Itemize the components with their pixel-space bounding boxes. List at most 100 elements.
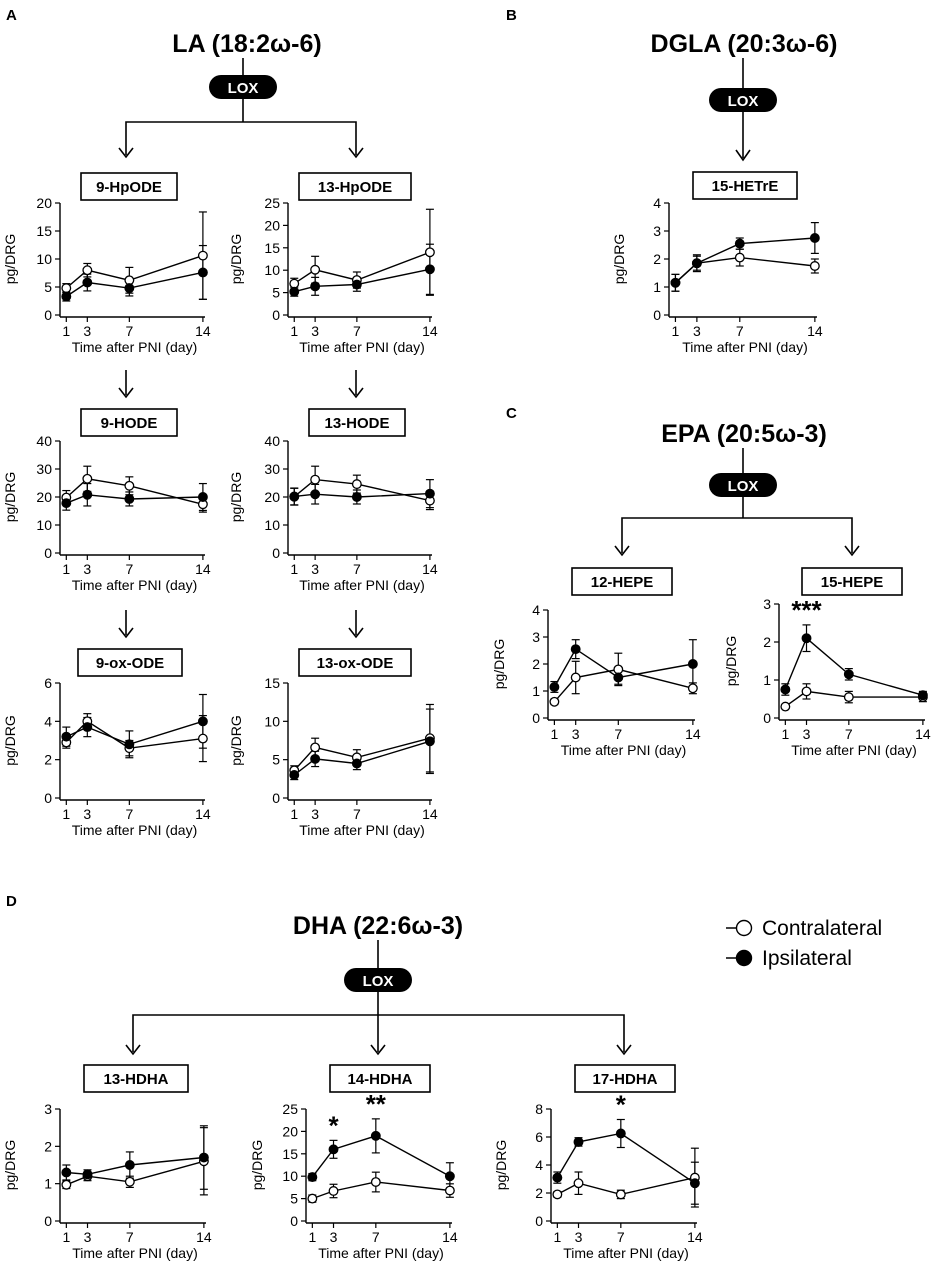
x-tick-label: 7 — [126, 1229, 134, 1245]
data-point-ipsilateral — [61, 1167, 72, 1178]
series-line-ipsilateral — [293, 740, 431, 776]
series-line-contralateral — [553, 668, 694, 703]
metabolite-box — [329, 1064, 431, 1093]
x-axis-label: Time after PNI (day) — [561, 742, 687, 758]
y-axis-label: pg/DRG — [2, 1140, 18, 1191]
y-tick-label: 10 — [264, 262, 280, 278]
y-tick-label: 30 — [264, 461, 280, 477]
x-tick-label: 1 — [672, 323, 680, 339]
data-point-contralateral — [444, 1185, 455, 1196]
series-line-contralateral — [293, 251, 431, 285]
panel-letter-c: C — [506, 405, 517, 422]
y-tick-label: 0 — [653, 307, 661, 323]
y-axis-label: pg/DRG — [2, 715, 18, 766]
series-line-contralateral — [784, 690, 923, 708]
metabolite-box — [801, 567, 903, 596]
data-point-contralateral — [549, 696, 560, 707]
data-point-contralateral — [570, 672, 581, 683]
y-tick-label: 3 — [653, 223, 661, 239]
data-point-contralateral — [310, 474, 321, 485]
data-point-ipsilateral — [82, 722, 93, 733]
data-point-contralateral — [61, 283, 72, 294]
y-tick-label: 5 — [44, 279, 52, 295]
y-axis-label: pg/DRG — [228, 234, 244, 285]
metabolite-title: 12-HEPE — [591, 574, 654, 591]
x-axis-label: Time after PNI (day) — [563, 1245, 689, 1261]
significance-marker: * — [328, 1110, 339, 1140]
x-tick-label: 1 — [62, 561, 70, 577]
precursor-title-a: LA (18:2ω-6) — [172, 30, 321, 58]
y-tick-label: 20 — [36, 195, 52, 211]
x-tick-label: 3 — [83, 323, 91, 339]
y-tick-label: 5 — [290, 1191, 298, 1207]
y-tick-label: 8 — [535, 1101, 543, 1117]
y-tick-label: 0 — [272, 545, 280, 561]
metabolite-title: 9-HODE — [101, 415, 158, 432]
data-point-ipsilateral — [917, 690, 928, 701]
panel-letter-a: A — [6, 7, 17, 24]
y-tick-label: 15 — [264, 675, 280, 691]
data-point-ipsilateral — [570, 644, 581, 655]
data-point-ipsilateral — [82, 1169, 93, 1180]
y-tick-label: 10 — [36, 251, 52, 267]
series-line-ipsilateral — [294, 268, 431, 293]
x-tick-label: 3 — [330, 1229, 338, 1245]
y-tick-label: 2 — [44, 752, 52, 768]
lox-badge-c: LOX — [709, 473, 777, 497]
x-axis-label: Time after PNI (day) — [72, 339, 198, 355]
y-tick-label: 6 — [44, 675, 52, 691]
data-point-contralateral — [370, 1177, 381, 1187]
data-point-contralateral — [307, 1193, 318, 1204]
x-tick-label: 1 — [308, 1229, 316, 1245]
x-tick-label: 14 — [195, 561, 211, 577]
y-tick-label: 20 — [282, 1123, 298, 1139]
y-axis-label: pg/DRG — [723, 636, 739, 687]
data-point-ipsilateral — [124, 494, 135, 504]
x-tick-label: 3 — [83, 806, 91, 822]
x-axis-label: Time after PNI (day) — [72, 822, 198, 838]
data-point-ipsilateral — [351, 758, 362, 769]
precursor-title-c: EPA (20:5ω-3) — [661, 420, 827, 448]
series-line-contralateral — [556, 1176, 696, 1196]
data-point-ipsilateral — [843, 669, 854, 680]
data-point-ipsilateral — [689, 1178, 700, 1189]
x-tick-label: 7 — [125, 561, 133, 577]
data-point-contralateral — [197, 733, 208, 744]
data-point-ipsilateral — [424, 264, 435, 275]
x-axis-label: Time after PNI (day) — [72, 577, 198, 593]
data-point-ipsilateral — [734, 238, 745, 249]
y-axis-label: pg/DRG — [493, 1140, 509, 1191]
data-point-contralateral — [615, 1189, 626, 1200]
metabolite-title: 15-HEPE — [821, 574, 884, 591]
data-point-ipsilateral — [124, 739, 135, 750]
data-point-ipsilateral — [424, 488, 435, 499]
series-line-contralateral — [65, 254, 204, 289]
data-point-contralateral — [124, 480, 135, 491]
x-tick-label: 14 — [687, 1229, 703, 1245]
series-line-ipsilateral — [65, 271, 204, 298]
data-point-contralateral — [734, 252, 745, 263]
series-line-contralateral — [312, 1181, 450, 1200]
y-tick-label: 15 — [264, 240, 280, 256]
data-point-ipsilateral — [691, 258, 702, 269]
data-point-ipsilateral — [809, 233, 820, 243]
y-tick-label: 30 — [36, 461, 52, 477]
x-tick-label: 3 — [575, 1229, 583, 1245]
metabolite-box — [692, 171, 798, 200]
x-tick-label: 14 — [422, 806, 438, 822]
x-axis-label: Time after PNI (day) — [299, 577, 425, 593]
x-tick-label: 14 — [195, 806, 211, 822]
x-tick-label: 14 — [807, 323, 823, 339]
x-tick-label: 3 — [311, 806, 319, 822]
y-tick-label: 4 — [44, 713, 52, 729]
data-point-contralateral — [809, 261, 820, 271]
series-line-contralateral — [65, 478, 204, 505]
data-point-contralateral — [82, 265, 93, 276]
data-point-contralateral — [780, 701, 791, 712]
y-axis-label: pg/DRG — [249, 1140, 265, 1191]
data-point-ipsilateral — [289, 491, 300, 502]
